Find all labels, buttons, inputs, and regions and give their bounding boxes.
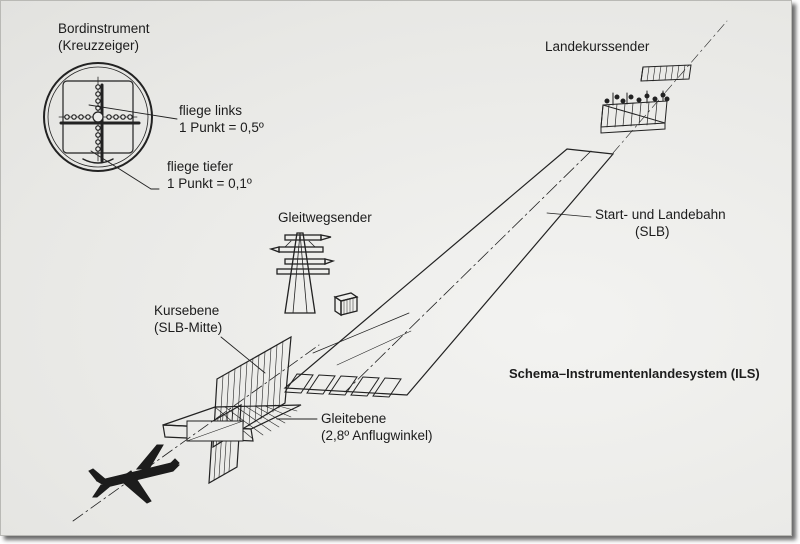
crosspointer-instrument-icon	[43, 62, 178, 190]
ils-diagram-page: Bordinstrument (Kreuzzeiger) fliege link…	[0, 0, 792, 536]
fly-left-scale: 1 Punkt = 0,5º	[179, 120, 264, 135]
course-plane	[208, 335, 292, 485]
airplane-icon	[88, 444, 180, 504]
fly-left-label: fliege links	[179, 103, 243, 118]
runway-abbrev: (SLB)	[635, 224, 670, 239]
course-plane-sub: (SLB-Mitte)	[154, 320, 223, 335]
glide-plane	[162, 404, 318, 442]
glideslope-transmitter-label: Gleitwegsender	[278, 210, 372, 225]
diagram-title: Schema–Instrumentenlandesystem (ILS)	[509, 366, 760, 381]
localizer-antenna-icon	[600, 20, 728, 154]
glide-plane-sub: (2,8º Anflugwinkel)	[321, 428, 433, 443]
instrument-subtitle: (Kreuzzeiger)	[58, 38, 140, 53]
glideslope-mast-icon	[268, 232, 359, 317]
runway-label: Start- und Landebahn	[595, 207, 726, 222]
instrument-title: Bordinstrument	[58, 21, 150, 36]
localizer-label: Landekurssender	[545, 39, 650, 54]
fly-lower-scale: 1 Punkt = 0,1º	[167, 176, 252, 191]
fly-lower-label: fliege tiefer	[167, 159, 234, 174]
glide-plane-label: Gleitebene	[321, 411, 387, 426]
runway	[283, 148, 615, 398]
course-plane-label: Kursebene	[154, 303, 220, 318]
ils-schematic	[43, 20, 728, 522]
